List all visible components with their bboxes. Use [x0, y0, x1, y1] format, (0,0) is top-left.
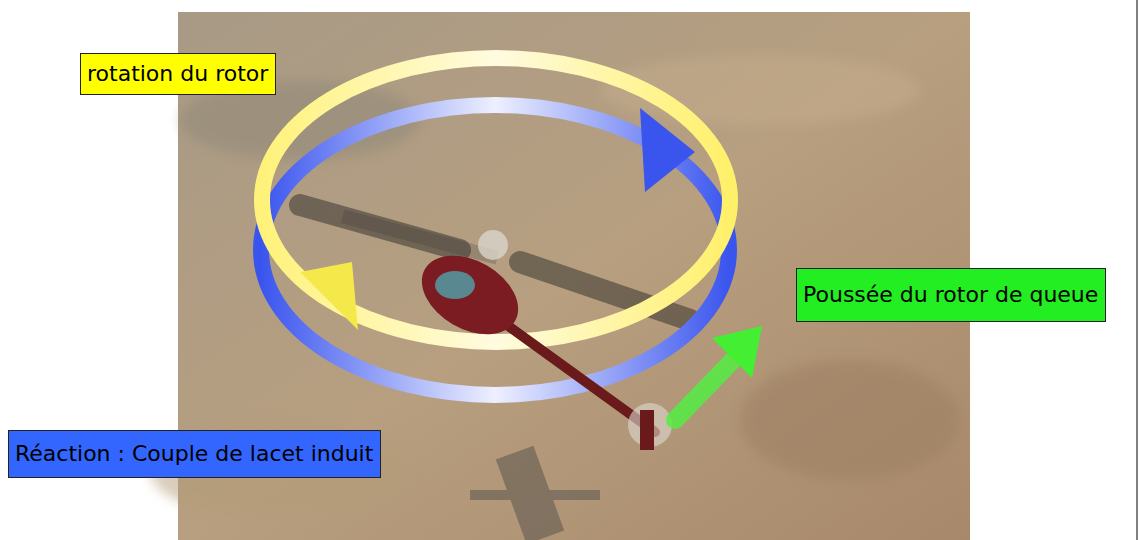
frame-edge — [1137, 0, 1138, 540]
helicopter — [408, 230, 672, 450]
label-text: rotation du rotor — [87, 61, 269, 87]
tail-thrust-arrow — [675, 326, 762, 420]
yaw-torque-ring — [261, 105, 729, 395]
label-text: Poussée du rotor de queue — [803, 282, 1099, 308]
rotor-rotation-arrowhead — [300, 262, 358, 330]
label-text: Réaction : Couple de lacet induit — [15, 441, 374, 467]
yaw-torque-label: Réaction : Couple de lacet induit — [8, 430, 381, 478]
rotor-rotation-label: rotation du rotor — [80, 53, 276, 95]
tail-thrust-label: Poussée du rotor de queue — [796, 268, 1106, 322]
